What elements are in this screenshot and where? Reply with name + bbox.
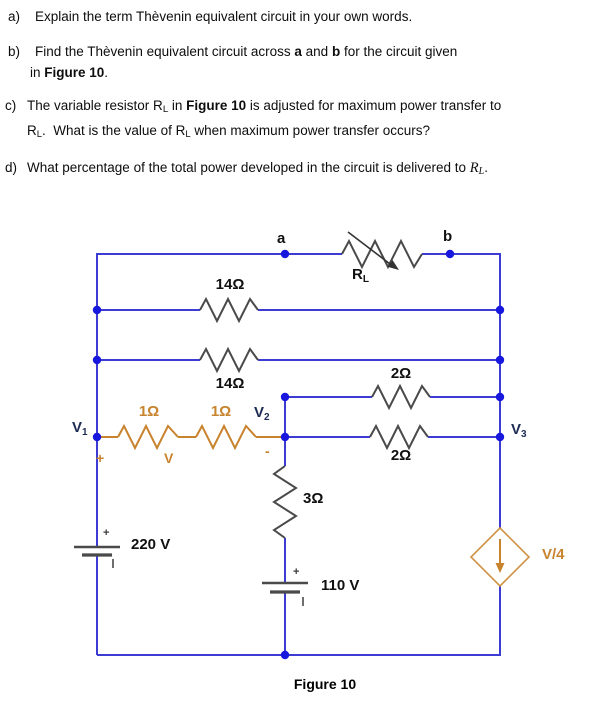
node-a-label: a	[277, 230, 286, 247]
source-110v-label: 110 V	[321, 577, 360, 594]
question-c-label: c)	[5, 98, 17, 113]
dependent-source-label: V/4	[542, 546, 565, 563]
r14-top-label: 14Ω	[215, 276, 245, 293]
question-b: b)Find the Thèvenin equivalent circuit a…	[8, 41, 600, 83]
v-sense-plus: +	[96, 450, 105, 466]
source-220v-label: 220 V	[131, 536, 171, 553]
r1-left-label: 1Ω	[138, 403, 160, 420]
v-sense-label: V	[164, 450, 174, 466]
v2-label: V2	[254, 404, 270, 423]
question-d: d)What percentage of the total power dev…	[5, 157, 600, 182]
r3-label: 3Ω	[303, 490, 324, 507]
question-b-label: b)	[8, 44, 21, 59]
r1-right-label: 1Ω	[210, 403, 232, 420]
resistor-14ohm-bottom	[199, 346, 259, 374]
circuit-wires	[96, 253, 501, 656]
question-c: c)The variable resistor RL in Figure 10 …	[5, 95, 600, 145]
figure-caption: Figure 10	[293, 676, 357, 692]
dependent-current-source	[469, 526, 531, 588]
resistor-rl-variable	[341, 238, 423, 270]
question-a: a)Explain the term Thèvenin equivalent c…	[8, 6, 600, 27]
battery-220v-plus-sign: +	[103, 527, 110, 539]
r14-bottom-label: 14Ω	[215, 375, 245, 392]
battery-110v-plus-sign: +	[293, 566, 300, 578]
v3-label: V3	[511, 421, 527, 440]
question-d-label: d)	[5, 160, 18, 175]
r2-bottom-label: 2Ω	[390, 447, 412, 464]
rl-label: RL	[352, 266, 369, 285]
v1-label: V1	[72, 419, 88, 438]
resistor-2ohm-bottom	[369, 423, 429, 451]
r2-top-label: 2Ω	[390, 365, 412, 382]
resistor-2ohm-top	[371, 383, 431, 411]
resistor-14ohm-top	[199, 296, 259, 324]
v-sense-minus: -	[265, 443, 270, 459]
question-a-label: a)	[8, 9, 21, 24]
resistor-3ohm	[272, 465, 298, 539]
branch-1ohm-resistors	[97, 423, 285, 451]
battery-220v	[74, 545, 120, 568]
node-b-label: b	[443, 228, 453, 245]
rl-arrow-head	[387, 260, 399, 270]
circuit-nodes	[92, 249, 505, 660]
rl-arrow-shaft	[347, 231, 391, 265]
battery-110v	[262, 581, 308, 606]
